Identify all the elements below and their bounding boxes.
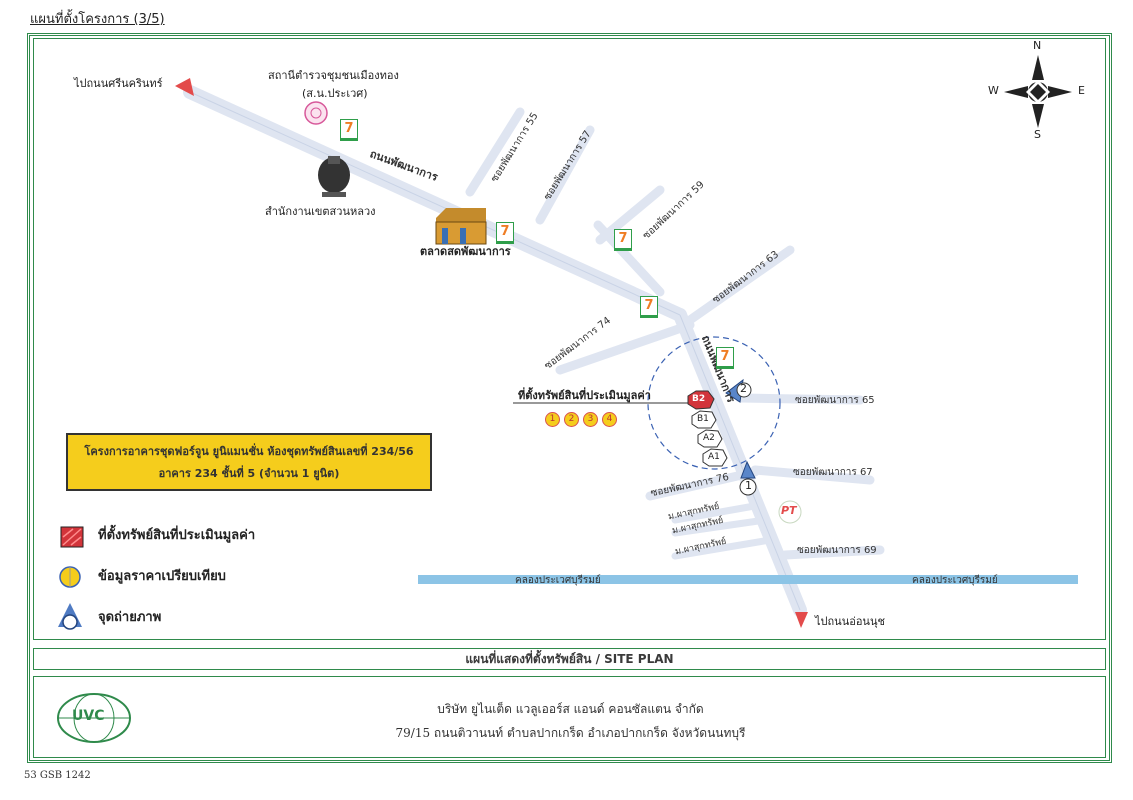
legend-comparable-label: ข้อมูลราคาเปรียบเทียบ xyxy=(98,569,226,584)
label-canal-right: คลองประเวศบุรีรมย์ xyxy=(912,575,998,586)
police-seal-icon xyxy=(304,101,328,125)
compass-e: E xyxy=(1078,84,1085,97)
arrow-to-srinakarin-icon xyxy=(175,78,194,96)
comparable-3: 3 xyxy=(583,412,598,427)
label-police-station: สถานีตำรวจชุมชนเมืองทอง xyxy=(268,69,399,82)
seven-eleven-icon: 7 xyxy=(496,222,514,244)
comparable-1: 1 xyxy=(545,412,560,427)
label-to-srinakarin: ไปถนนศรีนครินทร์ xyxy=(74,77,163,90)
label-soi65: ซอยพัฒนาการ 65 xyxy=(795,395,875,406)
label-police-sub: (ส.น.ประเวศ) xyxy=(302,87,368,100)
road-branch xyxy=(593,220,665,297)
compass-s: S xyxy=(1034,128,1041,141)
seven-eleven-icon: 7 xyxy=(614,229,632,251)
label-district-office: สำนักงานเขตสวนหลวง xyxy=(265,205,376,218)
road-mu1 xyxy=(671,501,764,524)
project-info-box: โครงการอาคารชุดฟอร์จูน ยูนิแมนชั่น ห้องช… xyxy=(66,433,432,491)
road-soi57 xyxy=(535,125,595,225)
comparable-2: 2 xyxy=(564,412,579,427)
map-area xyxy=(33,38,1106,640)
label-soi67: ซอยพัฒนาการ 67 xyxy=(793,467,873,478)
unit-b2: B2 xyxy=(692,394,706,404)
comparable-4: 4 xyxy=(602,412,617,427)
road-soi55 xyxy=(465,107,525,197)
photo-point-1: 1 xyxy=(745,479,752,492)
compass-w: W xyxy=(988,84,999,97)
road-soi63 xyxy=(685,245,795,325)
market-icon xyxy=(435,208,487,245)
road-soi76 xyxy=(645,467,760,501)
site-plan-title: แผนที่แสดงที่ตั้งทรัพย์สิน / SITE PLAN xyxy=(33,648,1106,670)
logo-text: UVC xyxy=(72,708,105,724)
map-frame xyxy=(27,33,1112,763)
label-canal-left: คลองประเวศบุรีรมย์ xyxy=(515,575,601,586)
road-mu3 xyxy=(671,536,774,560)
label-market: ตลาดสดพัฒนาการ xyxy=(420,245,511,258)
legend-subject-label: ที่ตั้งทรัพย์สินที่ประเมินมูลค่า xyxy=(98,528,256,543)
seven-eleven-icon: 7 xyxy=(716,347,734,369)
compass-n: N xyxy=(1033,39,1042,52)
unit-b1: B1 xyxy=(697,414,709,424)
project-line-1: โครงการอาคารชุดฟอร์จูน ยูนิแมนชั่น ห้องช… xyxy=(84,445,414,458)
label-soi69: ซอยพัฒนาการ 69 xyxy=(797,545,877,556)
unit-a2: A2 xyxy=(703,433,715,443)
legend-photo-label: จุดถ่ายภาพ xyxy=(98,610,162,625)
road-soi74 xyxy=(555,320,695,375)
unit-markers xyxy=(687,390,728,467)
arrow-to-onnut-icon xyxy=(795,612,808,628)
road-soi69 xyxy=(780,545,885,560)
road-mu2 xyxy=(671,516,769,537)
footer: บริษัท ยูไนเต็ด แวลูเออร์ส แอนด์ คอนซัลแ… xyxy=(33,676,1106,758)
label-to-onnut: ไปถนนอ่อนนุช xyxy=(815,615,885,628)
seven-eleven-icon: 7 xyxy=(640,296,658,318)
company-name: บริษัท ยูไนเต็ด แวลูเออร์ส แอนด์ คอนซัลแ… xyxy=(437,702,704,716)
road-soi67 xyxy=(750,465,875,485)
company-address: 79/15 ถนนติวานนท์ ตำบลปากเกร็ด อำเภอปากเ… xyxy=(395,726,746,740)
pt-label: PT xyxy=(781,504,797,517)
page-heading: แผนที่ตั้งโครงการ (3/5) xyxy=(30,12,165,27)
unit-a1: A1 xyxy=(708,452,720,462)
compass-icon xyxy=(1004,55,1072,128)
canal xyxy=(418,575,1078,584)
document-code: 53 GSB 1242 xyxy=(24,770,91,781)
road-soi65 xyxy=(735,393,865,405)
radius-circle xyxy=(647,336,781,470)
photo-point-2: 2 xyxy=(740,382,747,395)
pt-station-icon xyxy=(778,500,802,524)
garuda-icon xyxy=(318,156,350,197)
label-subject-site: ที่ตั้งทรัพย์สินที่ประเมินมูลค่า xyxy=(518,389,651,402)
project-line-2: อาคาร 234 ชั้นที่ 5 (จำนวน 1 ยูนิต) xyxy=(158,467,340,480)
seven-eleven-icon: 7 xyxy=(340,119,358,141)
photo-point-markers xyxy=(725,378,757,496)
